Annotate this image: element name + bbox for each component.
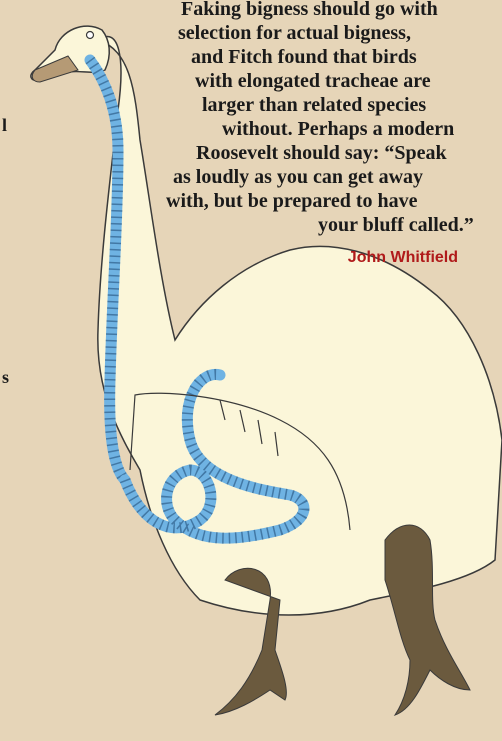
article-line-10: your bluff called.” <box>318 214 474 236</box>
bird-eye <box>87 32 94 39</box>
article-line-8: as loudly as you can get away <box>173 166 423 188</box>
article-line-1: Faking bigness should go with <box>181 0 438 20</box>
article-line-7: Roosevelt should say: “Speak <box>196 142 447 164</box>
article-line-9: with, but be prepared to have <box>166 190 418 212</box>
article-line-5: larger than related species <box>202 94 426 116</box>
margin-fragment-1: l <box>2 116 7 134</box>
article-line-6: without. Perhaps a modern <box>222 118 454 140</box>
article-byline: John Whitfield <box>348 249 458 267</box>
article-line-3: and Fitch found that birds <box>191 46 417 68</box>
margin-fragment-2: s <box>2 368 9 386</box>
article-line-2: selection for actual bigness, <box>178 22 411 44</box>
article-line-4: with elongated tracheae are <box>195 70 431 92</box>
